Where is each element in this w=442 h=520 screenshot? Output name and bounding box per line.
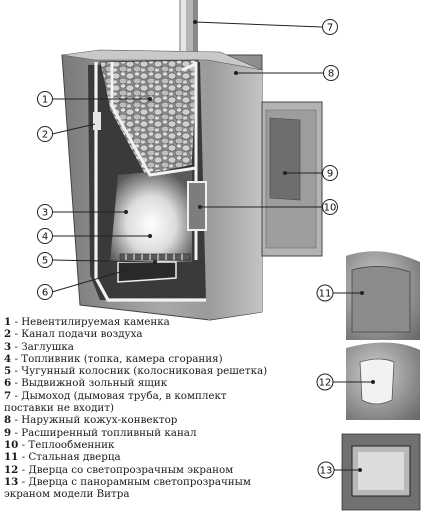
svg-text:1: 1: [42, 95, 48, 106]
callout-4: 4: [37, 228, 53, 244]
legend-item: 4 - Топливник (топка, камера сгорания): [4, 352, 223, 365]
legend-item: 13 - Дверца с панорамным светопрозрачным…: [4, 475, 251, 501]
stove-body: [61, 49, 263, 321]
legend-item: 12 - Дверца со светопрозрачным экраном: [4, 463, 234, 476]
legend-item: 6 - Выдвижной зольный ящик: [4, 377, 168, 390]
callout-10: 10: [322, 199, 338, 215]
callout-9: 9: [322, 165, 338, 181]
callout-3: 3: [37, 204, 53, 220]
callout-5: 5: [37, 252, 53, 268]
chimney-pipe: [179, 0, 198, 62]
callout-11: 11: [316, 284, 334, 302]
legend-item: 3 - Заглушка: [4, 340, 74, 353]
callout-2: 2: [37, 126, 53, 142]
svg-text:4: 4: [42, 232, 48, 243]
callout-8: 8: [323, 65, 339, 81]
legend-item: 5 - Чугунный колосник (колосниковая реше…: [4, 365, 268, 378]
panoramic-door: [341, 433, 421, 511]
svg-text:2: 2: [42, 130, 48, 141]
legend-item: 8 - Наружный кожух-конвектор: [4, 414, 178, 427]
svg-text:3: 3: [42, 208, 48, 219]
svg-text:11: 11: [319, 289, 332, 300]
callout-7: 7: [322, 19, 338, 35]
svg-text:7: 7: [327, 23, 333, 34]
svg-text:5: 5: [42, 256, 48, 267]
glass-door: [346, 342, 420, 420]
svg-text:8: 8: [328, 69, 334, 80]
fuel-channel-box: [261, 101, 323, 257]
callout-12: 12: [316, 373, 334, 391]
callout-13: 13: [317, 461, 335, 479]
legend-item: 1 - Невентилируемая каменка: [4, 316, 170, 328]
leader-dots: [124, 20, 375, 472]
steel-door: [340, 248, 442, 348]
svg-text:6: 6: [42, 288, 48, 299]
leader-lines: [51, 21, 373, 471]
svg-text:13: 13: [320, 466, 333, 477]
legend-item: 11 - Стальная дверца: [4, 451, 121, 464]
legend-item: 9 - Расширенный топливный канал: [4, 426, 197, 439]
svg-text:9: 9: [327, 169, 333, 180]
legend-item: 10 - Теплообменник: [4, 438, 115, 451]
legend-item: 2 - Канал подачи воздуха: [4, 328, 143, 341]
svg-text:12: 12: [319, 378, 332, 389]
legend-list: 1 - Невентилируемая каменка 2 - Канал по…: [4, 316, 304, 500]
legend-item: 7 - Дымоход (дымовая труба, в комплект п…: [4, 389, 227, 415]
callout-1: 1: [37, 91, 53, 107]
svg-text:10: 10: [324, 203, 337, 214]
callout-6: 6: [37, 284, 53, 300]
